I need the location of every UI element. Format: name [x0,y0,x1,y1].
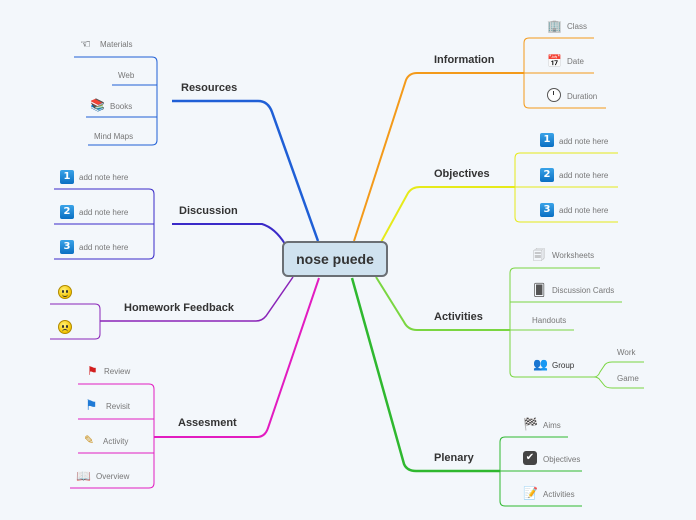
pointing-hand-icon: ☜ [80,37,91,51]
connector-plenary [350,277,500,473]
checkered-flag-icon: 🏁 [523,417,538,431]
connector-information [353,72,524,242]
clock-icon [547,88,561,102]
number-3-icon: 3 [540,203,554,217]
leaf-books[interactable]: Books [110,102,133,111]
leaf-objective-note-3[interactable]: add note here [559,206,609,215]
leaf-revisit[interactable]: Revisit [106,402,131,411]
leaf-discussion-note-3[interactable]: add note here [79,243,129,252]
number-1-icon: 1 [60,170,74,184]
leaf-handouts[interactable]: Handouts [532,316,567,325]
number-3-icon: 3 [60,240,74,254]
leaf-discussion-note-1[interactable]: add note here [79,173,129,182]
leaf-worksheets[interactable]: Worksheets [552,251,595,260]
leaf-game[interactable]: Game [617,374,639,383]
leaf-plenary-objectives[interactable]: Objectives [543,455,581,464]
connector-objectives [379,186,515,245]
branch-activities[interactable]: Activities [434,311,483,323]
connector-homework [100,276,294,322]
connector-assessment [154,277,320,438]
branch-information[interactable]: Information [434,54,495,66]
branch-discussion[interactable]: Discussion [179,205,238,217]
leaf-aims[interactable]: Aims [543,421,561,430]
calendar-icon: 📅 [547,54,562,68]
branch-objectives[interactable]: Objectives [434,168,490,180]
red-flag-icon: ⚑ [87,364,98,378]
books-icon: 📚 [90,98,105,112]
connector-discussion [172,223,286,245]
open-book-icon: 📖 [76,469,91,483]
group-icon: 👥 [533,357,548,371]
leaf-date[interactable]: Date [567,57,584,66]
leaf-objective-note-1[interactable]: add note here [559,137,609,146]
leaf-mind-maps[interactable]: Mind Maps [94,132,134,141]
leaf-group[interactable]: Group [552,361,575,370]
number-2-icon: 2 [60,205,74,219]
branch-assessment[interactable]: Assesment [178,417,237,429]
smiley-happy-icon[interactable] [58,285,72,299]
checkbox-icon: ✔ [523,451,537,465]
leaf-duration[interactable]: Duration [567,92,598,101]
pencil-paper-icon: 📝 [523,486,538,500]
blue-flag-icon: ⚑ [85,398,98,414]
branch-homework-feedback[interactable]: Homework Feedback [124,302,235,314]
leaf-discussion-cards[interactable]: Discussion Cards [552,286,615,295]
leaf-overview[interactable]: Overview [96,472,130,481]
connector-activities [375,276,510,331]
smiley-sad-icon[interactable] [58,320,72,334]
number-1-icon: 1 [540,133,554,147]
leaf-objective-note-2[interactable]: add note here [559,171,609,180]
leaf-web[interactable]: Web [118,71,135,80]
central-topic[interactable]: nose puede [282,241,388,277]
worksheets-icon: 🗐 [533,248,545,262]
leaf-activity[interactable]: Activity [103,437,129,446]
leaf-class[interactable]: Class [567,22,588,31]
building-icon: 🏢 [547,19,562,33]
leaf-work[interactable]: Work [617,348,636,357]
leaf-review[interactable]: Review [104,367,131,376]
cards-icon: 🂠 [533,283,546,297]
branch-resources[interactable]: Resources [181,82,238,94]
branch-plenary[interactable]: Plenary [434,452,474,464]
number-2-icon: 2 [540,168,554,182]
pencil-icon: ✎ [84,433,95,447]
leaf-plenary-activities[interactable]: Activities [543,490,575,499]
leaf-discussion-note-2[interactable]: add note here [79,208,129,217]
leaf-materials[interactable]: Materials [100,40,133,49]
connector-resources [172,99,320,242]
